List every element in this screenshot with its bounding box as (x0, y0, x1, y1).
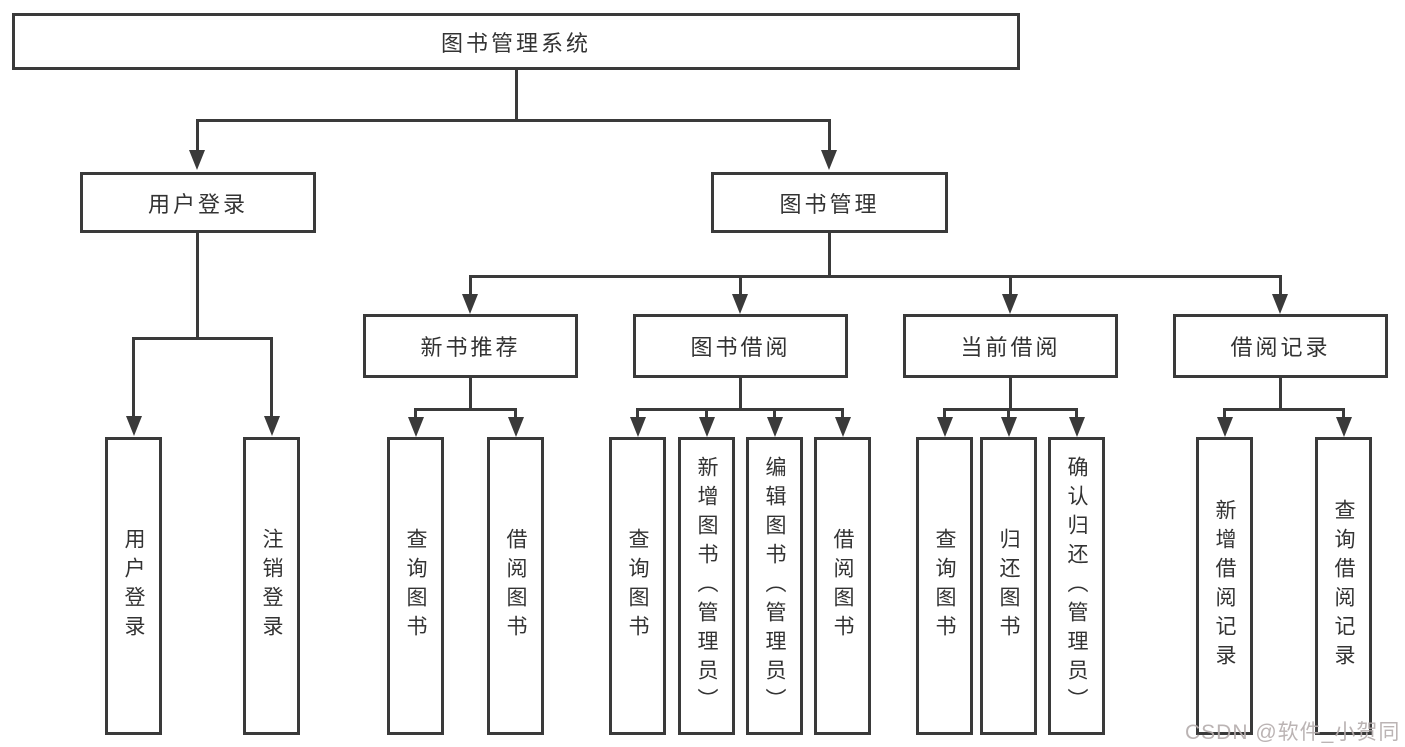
node-library-system: 图书管理系统 (12, 13, 1020, 70)
arrow-down-icon (732, 294, 748, 314)
arrow-down-icon (508, 417, 524, 437)
arrow-down-icon (462, 294, 478, 314)
connector-line (196, 119, 199, 152)
arrow-down-icon (835, 417, 851, 437)
leaf-edit-book-admin: 编辑图书（管理员） (746, 437, 803, 735)
connector-line (1223, 408, 1226, 419)
leaf-add-book-admin: 新增图书（管理员） (678, 437, 735, 735)
connector-line (414, 408, 517, 411)
node-user-login: 用户登录 (80, 172, 316, 233)
connector-line (1075, 408, 1078, 419)
leaf-query-books-current: 查询图书 (916, 437, 973, 735)
arrow-down-icon (937, 417, 953, 437)
leaf-borrow-books-recommend: 借阅图书 (487, 437, 544, 735)
leaf-logout: 注销登录 (243, 437, 300, 735)
leaf-query-books-recommend: 查询图书 (387, 437, 444, 735)
leaf-confirm-return-admin: 确认归还（管理员） (1048, 437, 1105, 735)
leaf-user-login: 用户登录 (105, 437, 162, 735)
connector-line (196, 233, 199, 337)
node-current-borrowing: 当前借阅 (903, 314, 1118, 378)
connector-line (636, 408, 844, 411)
connector-line (1009, 275, 1012, 297)
connector-line (828, 233, 831, 275)
connector-line (132, 337, 135, 417)
connector-line (1223, 408, 1345, 411)
node-book-management: 图书管理 (711, 172, 948, 233)
arrow-down-icon (1336, 417, 1352, 437)
connector-line (1007, 408, 1010, 419)
connector-line (739, 378, 742, 408)
connector-line (469, 378, 472, 408)
arrow-down-icon (821, 150, 837, 170)
connector-line (943, 408, 946, 419)
node-new-book-recommend: 新书推荐 (363, 314, 578, 378)
arrow-down-icon (264, 416, 280, 436)
arrow-down-icon (699, 417, 715, 437)
node-book-borrowing: 图书借阅 (633, 314, 848, 378)
connector-line (773, 408, 776, 419)
connector-line (943, 408, 1078, 411)
connector-line (132, 337, 273, 340)
connector-line (828, 119, 831, 152)
arrow-down-icon (189, 150, 205, 170)
arrow-down-icon (1069, 417, 1085, 437)
leaf-add-borrow-record: 新增借阅记录 (1196, 437, 1253, 735)
arrow-down-icon (1272, 294, 1288, 314)
connector-line (1009, 378, 1012, 408)
leaf-query-books-borrowing: 查询图书 (609, 437, 666, 735)
arrow-down-icon (126, 416, 142, 436)
arrow-down-icon (408, 417, 424, 437)
connector-line (514, 408, 517, 419)
leaf-return-books: 归还图书 (980, 437, 1037, 735)
connector-line (270, 337, 273, 417)
connector-line (1279, 378, 1282, 408)
connector-line (705, 408, 708, 419)
leaf-borrow-books-borrowing: 借阅图书 (814, 437, 871, 735)
leaf-query-borrow-record: 查询借阅记录 (1315, 437, 1372, 735)
connector-line (469, 275, 472, 297)
connector-line (636, 408, 639, 419)
csdn-watermark: CSDN @软件_小贺同学 (1185, 721, 1401, 744)
arrow-down-icon (1002, 294, 1018, 314)
connector-line (739, 275, 742, 297)
connector-line (1342, 408, 1345, 419)
arrow-down-icon (767, 417, 783, 437)
connector-line (196, 119, 831, 122)
connector-line (515, 70, 518, 119)
connector-line (841, 408, 844, 419)
node-borrowing-records: 借阅记录 (1173, 314, 1388, 378)
connector-line (1279, 275, 1282, 297)
arrow-down-icon (1217, 417, 1233, 437)
connector-line (414, 408, 417, 419)
connector-line (469, 275, 1282, 278)
arrow-down-icon (1001, 417, 1017, 437)
arrow-down-icon (630, 417, 646, 437)
